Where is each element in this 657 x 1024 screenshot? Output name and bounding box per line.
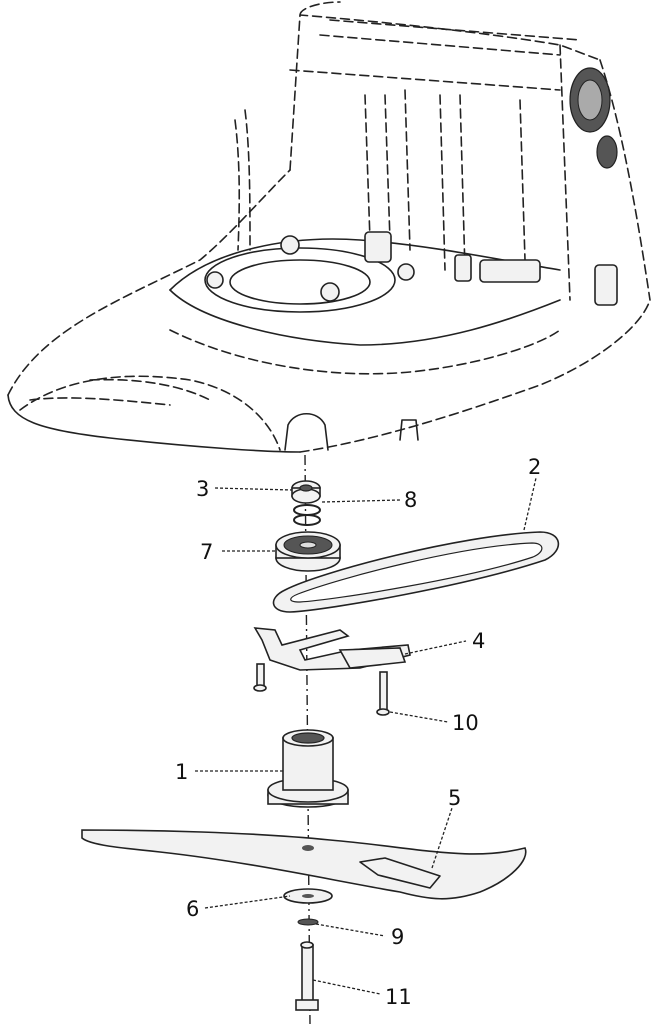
part-8-snap-ring xyxy=(293,504,321,526)
part-2-drive-belt xyxy=(272,531,560,613)
part-11-bolt xyxy=(295,941,319,1011)
callout-9: 9 xyxy=(391,925,404,949)
callout-7: 7 xyxy=(200,540,213,564)
part-3-nut xyxy=(291,480,321,504)
part-6-washer xyxy=(283,888,333,904)
callout-11: 11 xyxy=(385,985,412,1009)
mower-deck-housing xyxy=(7,1,651,453)
callout-10: 10 xyxy=(452,711,479,735)
callout-6: 6 xyxy=(186,897,199,921)
callout-3: 3 xyxy=(196,477,209,501)
part-5-blade xyxy=(81,829,527,900)
callout-1: 1 xyxy=(175,760,188,784)
callout-4: 4 xyxy=(472,629,485,653)
callout-8: 8 xyxy=(404,488,417,512)
part-1-spindle-housing xyxy=(267,729,349,808)
callout-labels: 3 8 7 2 4 10 1 5 6 9 11 xyxy=(175,455,541,1009)
part-7-pulley xyxy=(275,531,341,572)
part-4-bracket xyxy=(253,627,411,716)
callout-5: 5 xyxy=(448,786,461,810)
part-9-lock-washer xyxy=(297,918,319,926)
callout-2: 2 xyxy=(528,455,541,479)
leader-lines xyxy=(195,477,537,995)
